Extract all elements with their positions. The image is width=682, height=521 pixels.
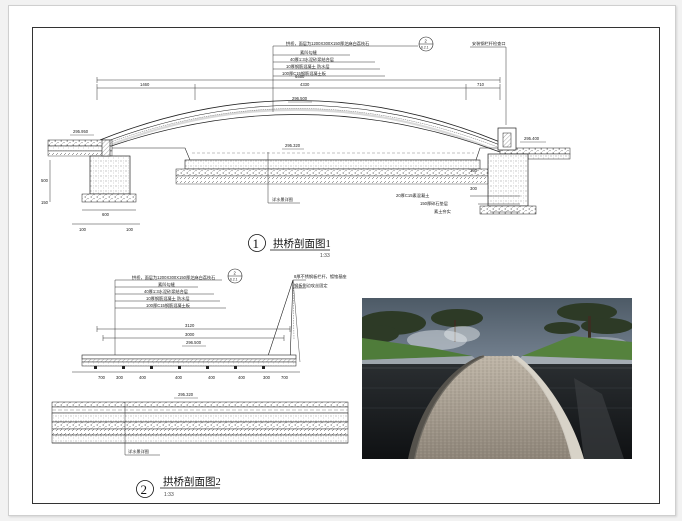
detail-ref-2-top: 2 — [234, 271, 237, 276]
note-2-waterproof: 10厚钢筋混凝土 防水层 — [146, 295, 190, 302]
dim-2-b6: 400 — [238, 375, 246, 380]
elev-1-left: 295.950 — [73, 129, 89, 134]
note-1-soil: 素土夯实 — [434, 208, 451, 215]
elev-1-right: 295.400 — [524, 136, 540, 141]
dim-1-100-left: 100 — [79, 227, 87, 232]
note-2-mortar: 40厚1:3水泥砂浆结合层 — [144, 288, 188, 295]
elev-1-crest: 296.500 — [292, 96, 308, 101]
dim-4330: 4330 — [300, 82, 310, 87]
note-1-water-detail: 详水景详图 — [272, 196, 293, 203]
section-2-drawing: 拱桥，面层为1200X300X150厚芝麻白荔枝石 素凹勾缝 40厚1:3水泥砂… — [51, 268, 349, 498]
bridge-photo — [362, 298, 632, 459]
dim-1460: 1460 — [140, 82, 150, 87]
dim-2-b2: 300 — [116, 375, 124, 380]
dim-2-b3: 400 — [139, 375, 147, 380]
dim-2-3120: 3120 — [185, 323, 195, 328]
note-1-waterproof: 10厚钢筋混凝土 防水层 — [286, 63, 330, 70]
note-2-railing: 8厚不锈钢板栏杆，镀铬基座 — [294, 273, 347, 280]
dim-1-100-right: 100 — [126, 227, 134, 232]
note-1-surface: 拱桥，面层为1200X300X150厚芝麻白荔枝石 — [286, 40, 369, 47]
section-1-number-bubble — [248, 234, 266, 252]
section-1-scale: 1:33 — [320, 253, 330, 259]
elev-1-water: 295.320 — [285, 143, 301, 148]
section-2-scale: 1:33 — [164, 492, 174, 498]
note-1-mortar: 40厚1:3水泥砂浆结合层 — [290, 56, 334, 63]
note-1-joint: 素凹勾缝 — [300, 49, 318, 56]
elev-2-lower: 295.320 — [178, 392, 194, 397]
detail-ref-2-bottom: 6.2.1 — [230, 278, 238, 282]
note-2-water-detail: 详水景详图 — [128, 448, 149, 455]
section-1-drawing: 1460 4330 710 6460 拱桥，面层为1200X300X150厚芝麻… — [41, 36, 571, 259]
dim-2-b4: 400 — [175, 375, 183, 380]
elev-2-deck: 296.500 — [186, 340, 202, 345]
dim-710: 710 — [477, 82, 485, 87]
note-1-slab: 100厚C15钢筋混凝土板 — [282, 70, 327, 77]
pond-base — [184, 159, 481, 170]
note-1-gravel: 150厚碎石垫层 — [420, 200, 448, 207]
dim-2-b5: 400 — [208, 375, 216, 380]
dim-v-500: 500 — [41, 178, 49, 183]
note-2-joint: 素凹勾缝 — [158, 281, 176, 288]
detail-ref-1-bottom: 6.2.1 — [421, 46, 429, 50]
dim-v-150: 150 — [41, 200, 49, 205]
dim-2-3000: 3000 — [185, 332, 195, 337]
right-abutment — [487, 153, 529, 207]
dim-2-b7: 300 — [263, 375, 271, 380]
dim-v-150-right: 150 — [470, 168, 478, 173]
section-2-number: 2 — [141, 482, 148, 497]
note-2-slab: 100厚C15钢筋混凝土板 — [146, 302, 191, 309]
section-1-title: 拱桥剖面图1 — [273, 237, 331, 250]
note-1-handrail-access: 安装钢栏杆检查口 — [472, 40, 506, 47]
dim-6460: 6460 — [295, 74, 305, 79]
section-1-number: 1 — [253, 236, 260, 251]
dim-2-b1: 700 — [98, 375, 106, 380]
deck-2-surface — [81, 354, 297, 360]
section-2-number-bubble — [136, 480, 154, 498]
note-2-railing-fix: 钢板侧边攻丝固定 — [294, 282, 328, 289]
dim-1-600: 600 — [102, 212, 110, 217]
detail-ref-1-top: 2 — [425, 39, 428, 44]
drawing-frame — [32, 27, 660, 504]
note-1-c15: 20厚C15素混凝土 — [396, 192, 429, 199]
note-2-surface: 拱桥，面层为1200X300X150厚芝麻白荔枝石 — [132, 274, 215, 281]
dim-v-300: 300 — [470, 186, 478, 191]
dim-2-b8: 700 — [281, 375, 289, 380]
left-abutment — [89, 155, 131, 195]
section-2-title: 拱桥剖面图2 — [163, 475, 221, 488]
